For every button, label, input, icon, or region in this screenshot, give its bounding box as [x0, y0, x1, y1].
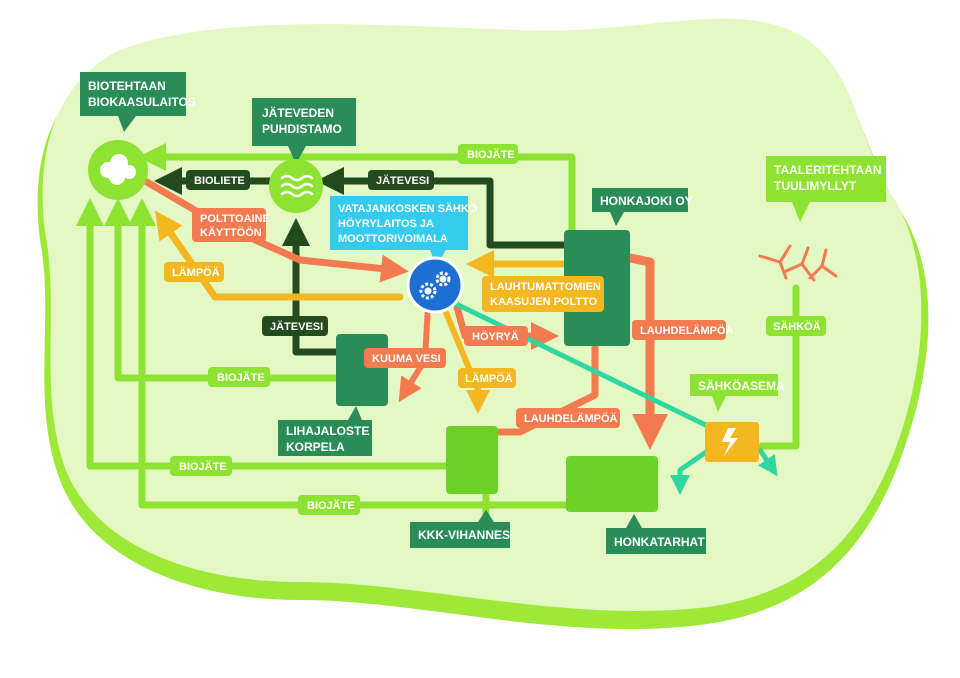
flow-sahko-out	[757, 447, 778, 477]
lihajaloste-label-1: LIHAJALOSTE	[286, 424, 369, 438]
label-lauhtumattomien-1: LAUHTUMATTOMIEN	[490, 281, 601, 293]
node-honkajoki: HONKAJOKI OY	[564, 188, 693, 346]
node-honkatarhat: HONKATARHAT	[566, 456, 706, 554]
tuulimyllyt-label-2: TUULIMYLLYT	[774, 179, 857, 193]
label-jatevesi-top: JÄTEVESI	[376, 174, 429, 187]
label-polttoaine-1: POLTTOAINE	[200, 213, 270, 225]
flow-biojate-kkk	[76, 198, 452, 470]
kkk-label: KKK-VIHANNES	[418, 528, 510, 542]
sahkoasema-label: SÄHKÖASEMA	[698, 378, 785, 393]
biotehdas-label-1: BIOTEHTAAN	[88, 79, 166, 93]
flow-biojate-top	[138, 143, 576, 236]
puhdistamo-label-1: JÄTEVEDEN	[262, 105, 334, 120]
label-hoyrya: HÖYRYÄ	[472, 330, 519, 343]
node-jatevedenpuhdistamo: JÄTEVEDEN PUHDISTAMO	[252, 98, 356, 213]
label-jatevesi-mid: JÄTEVESI	[270, 320, 323, 333]
node-kkk: KKK-VIHANNES	[410, 426, 510, 548]
flow-lampo-left	[155, 210, 404, 301]
node-voimala: VATAJANKOSKEN SÄHKÖ HÖYRYLAITOS JA MOOTT…	[330, 196, 478, 314]
water-waves-icon	[280, 174, 314, 198]
gears-icon	[419, 271, 451, 300]
label-sahkoa: SÄHKÖÄ	[773, 320, 821, 333]
honkajoki-label: HONKAJOKI OY	[600, 194, 693, 208]
label-lauhdelampo-right: LAUHDELÄMPÖÄ	[640, 324, 734, 337]
lihajaloste-label-2: KORPELA	[286, 440, 345, 454]
biogas-cloud-icon	[100, 154, 136, 185]
flow-lampo-mid	[439, 300, 490, 414]
lightning-icon	[722, 428, 738, 456]
label-biojate-low2: BIOJÄTE	[307, 499, 355, 512]
flow-sahko-tuuli	[758, 284, 800, 450]
honkatarhat-label: HONKATARHAT	[614, 535, 705, 549]
voimala-label-1: VATAJANKOSKEN SÄHKÖ	[338, 202, 478, 215]
wind-turbines-icon	[758, 244, 838, 282]
label-lampo-left: LÄMPÖÄ	[172, 266, 220, 279]
label-lampo-mid: LÄMPÖÄ	[465, 372, 513, 385]
flow-sahko-honkatarhat	[670, 445, 715, 495]
voimala-label-2: HÖYRYLAITOS JA	[338, 217, 434, 230]
node-tuulimyllyt: TAALERITEHTAAN TUULIMYLLYT	[758, 156, 886, 282]
flow-sahko-voimala	[445, 297, 723, 435]
label-lauhdelampo-low: LAUHDELÄMPÖÄ	[524, 412, 618, 425]
label-kuuma-vesi: KUUMA VESI	[372, 353, 441, 365]
voimala-label-3: MOOTTORIVOIMALA	[338, 233, 448, 245]
tuulimyllyt-label-1: TAALERITEHTAAN	[774, 163, 882, 177]
flow-jatevesi-mid	[282, 218, 342, 356]
label-biojate-top: BIOJÄTE	[467, 148, 515, 161]
flow-biojate-honkatarhat	[128, 198, 572, 509]
label-biojate-low1: BIOJÄTE	[179, 460, 227, 473]
flow-labels: BIOJÄTE BIOLIETE JÄTEVESI POLTTOAINE KÄY…	[164, 144, 826, 515]
label-polttoaine-2: KÄYTTÖÖN	[200, 226, 262, 239]
node-biotehdas: BIOTEHTAAN BIOKAASULAITOS	[80, 72, 196, 200]
label-biojate-mid: BIOJÄTE	[217, 371, 265, 384]
biotehdas-label-2: BIOKAASULAITOS	[88, 95, 196, 109]
puhdistamo-label-2: PUHDISTAMO	[262, 122, 342, 136]
label-bioliete: BIOLIETE	[194, 175, 245, 187]
label-lauhtumattomien-2: KAASUJEN POLTTO	[490, 296, 598, 308]
node-sahkoasema: SÄHKÖASEMA	[690, 374, 785, 462]
